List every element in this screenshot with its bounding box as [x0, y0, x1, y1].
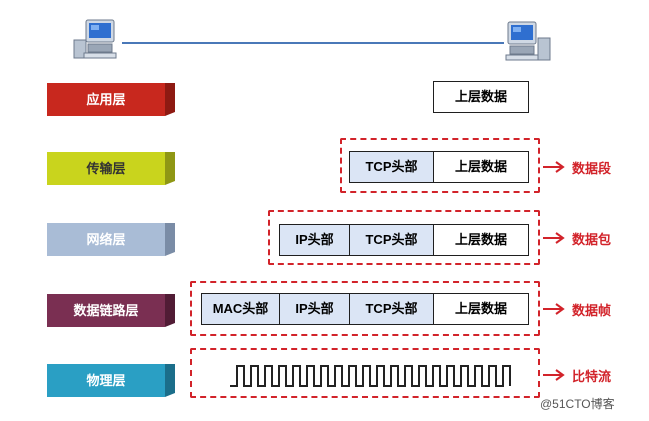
layer-label: 数据链路层: [73, 303, 139, 318]
layer-label: 网络层: [86, 232, 126, 247]
computer-left-icon: [72, 18, 122, 60]
layer-block-shape: [47, 152, 175, 185]
segment-dashed-frame: [340, 138, 540, 193]
layer-label: 应用层: [86, 92, 126, 107]
computer-right-icon: [502, 20, 552, 62]
layer-physical: 物理层: [47, 364, 175, 397]
mac-header-cell: MAC头部: [201, 293, 280, 325]
segment-label: 数据段: [572, 161, 612, 176]
packet-arrow-icon: [542, 231, 566, 244]
tcp-header-cell: TCP头部: [349, 293, 434, 325]
packet-label: 数据包: [572, 232, 612, 247]
layer-network: 网络层: [47, 223, 175, 256]
layer-block-shape: [47, 294, 175, 327]
layer-block-shape: [47, 364, 175, 397]
bits-dashed-frame: [190, 348, 540, 398]
upper-data-cell: 上层数据: [433, 151, 529, 183]
frame-label: 数据帧: [572, 303, 612, 318]
network-link-line: [122, 42, 504, 44]
ip-header-cell: IP头部: [279, 224, 350, 256]
frame-dashed-frame: [190, 281, 540, 336]
layer-label: 物理层: [86, 373, 126, 388]
upper-data-cell: 上层数据: [433, 81, 529, 113]
layer-data-link: 数据链路层: [47, 294, 175, 327]
watermark: @51CTO博客: [540, 397, 615, 411]
layer-label: 传输层: [86, 161, 126, 176]
bits-label: 比特流: [572, 369, 612, 384]
tcp-header-cell: TCP头部: [349, 224, 434, 256]
layer-block-shape: [47, 223, 175, 256]
layer-application: 应用层: [47, 83, 175, 116]
packet-dashed-frame: [268, 210, 540, 265]
bitstream-waveform: [230, 365, 511, 387]
layer-block-shape: [47, 83, 175, 116]
ip-header-cell: IP头部: [279, 293, 350, 325]
upper-data-cell: 上层数据: [433, 293, 529, 325]
bits-arrow-icon: [542, 368, 566, 381]
layer-transport: 传输层: [47, 152, 175, 185]
segment-arrow-icon: [542, 160, 566, 173]
tcp-header-cell: TCP头部: [349, 151, 434, 183]
frame-arrow-icon: [542, 302, 566, 315]
upper-data-cell: 上层数据: [433, 224, 529, 256]
